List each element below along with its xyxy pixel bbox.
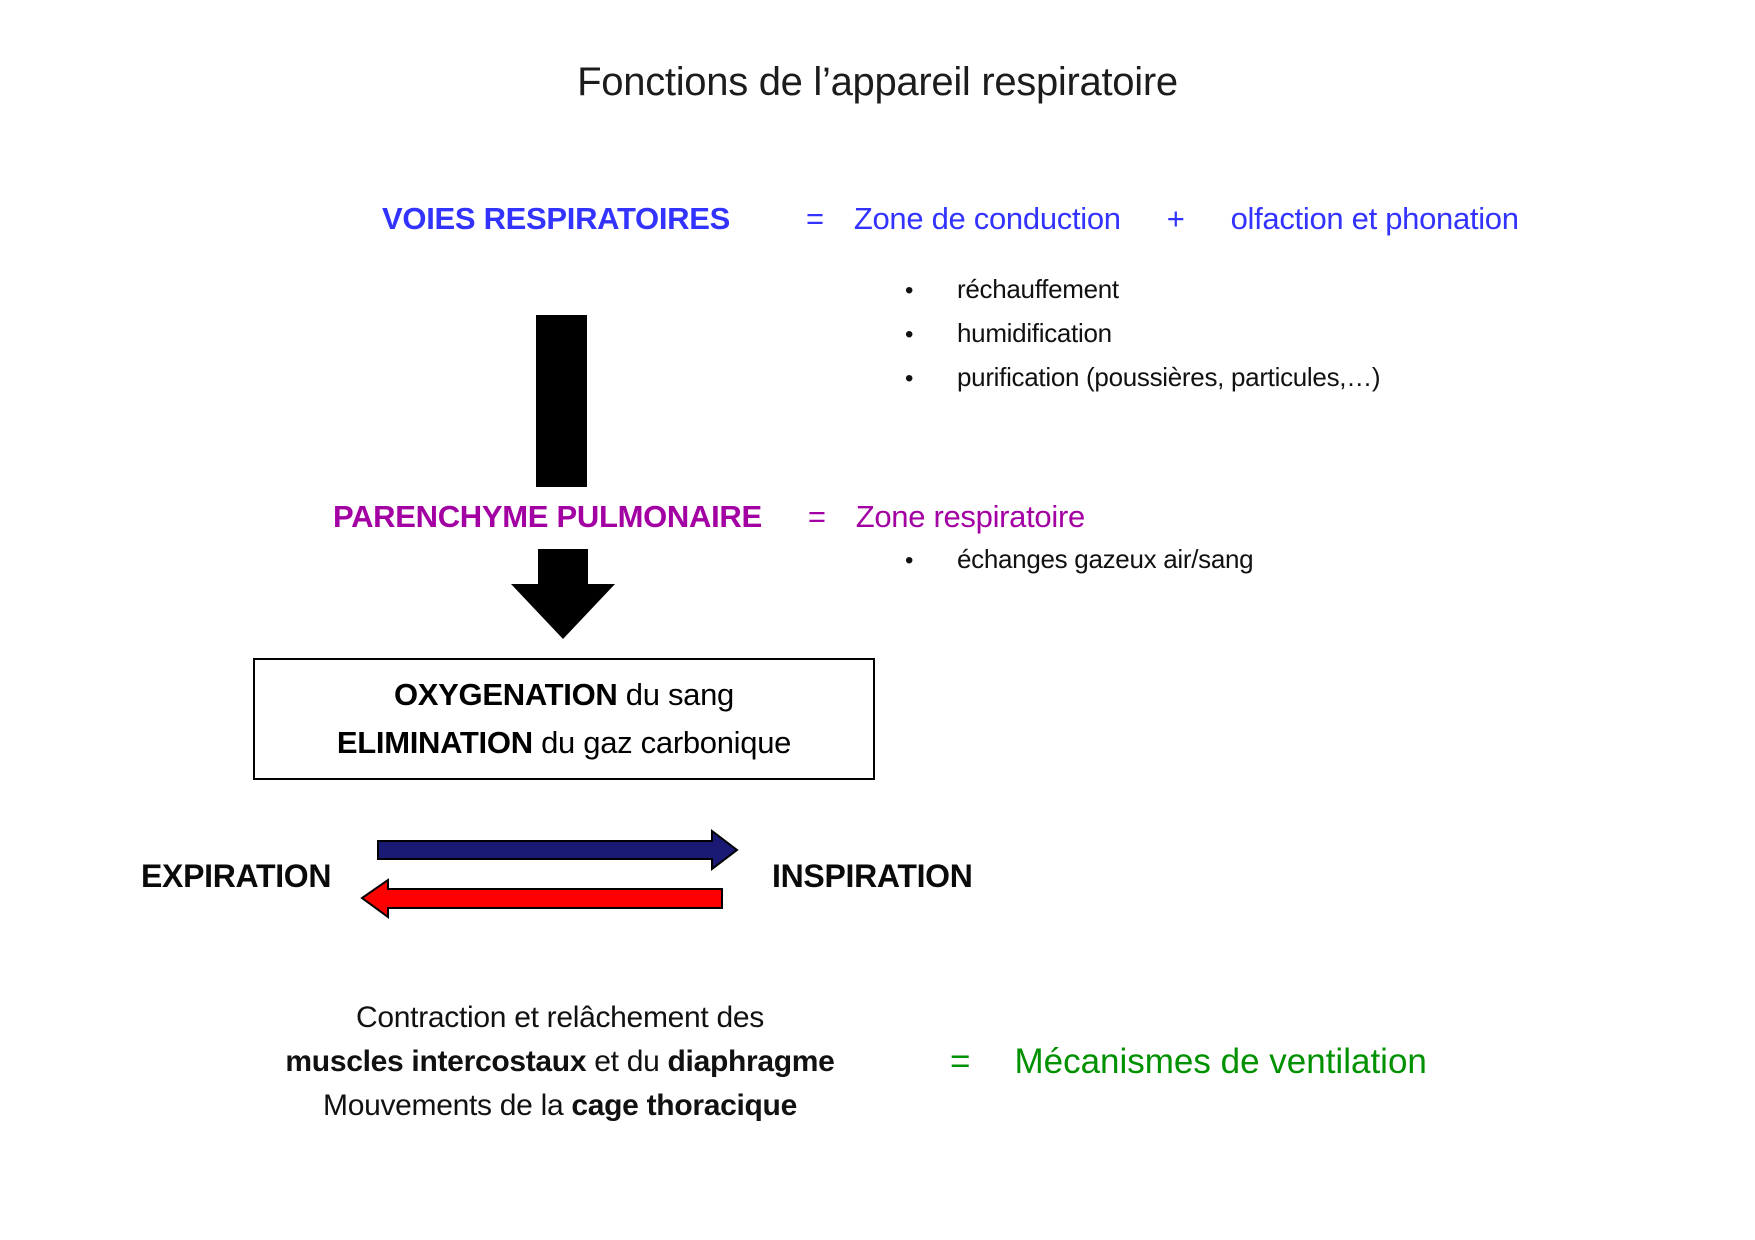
mecanismes-row: = Mécanismes de ventilation xyxy=(950,1042,1427,1082)
box-line1: OXYGENATION du sang xyxy=(394,671,734,719)
zone-conduction-label: Zone de conduction xyxy=(853,201,1121,236)
ventilation-line2-mid: et du xyxy=(586,1045,668,1078)
oxygenation-box: OXYGENATION du sang ELIMINATION du gaz c… xyxy=(253,658,875,780)
ventilation-text-block: Contraction et relâchement des muscles i… xyxy=(232,996,888,1128)
down-arrow-icon xyxy=(511,549,615,639)
bullet-text: réchauffement xyxy=(957,274,1119,304)
mecanismes-ventilation-label: Mécanismes de ventilation xyxy=(1014,1042,1427,1081)
bullet-text: purification (poussières, particules,…) xyxy=(957,362,1381,392)
diaphragme-bold: diaphragme xyxy=(667,1045,835,1078)
bullet-icon: • xyxy=(905,547,914,574)
plus-sign: + xyxy=(1166,201,1185,236)
ventilation-line3-pre: Mouvements de la xyxy=(323,1089,572,1122)
expiration-label: EXPIRATION xyxy=(141,858,332,894)
ventilation-line2: muscles intercostaux et du diaphragme xyxy=(232,1040,888,1084)
page-title: Fonctions de l’appareil respiratoire xyxy=(577,60,1178,104)
bullet-icon: • xyxy=(905,365,914,392)
bullet-icon: • xyxy=(905,321,914,348)
respiratoire-bullet-list: • échanges gazeux air/sang xyxy=(905,538,1254,582)
zone-respiratoire-label: Zone respiratoire xyxy=(855,499,1086,534)
bullet-text: échanges gazeux air/sang xyxy=(957,544,1254,574)
conduction-bullet-list: • réchauffement • humidification • purif… xyxy=(905,268,1381,400)
list-item: • échanges gazeux air/sang xyxy=(905,538,1254,582)
cage-thoracique-bold: cage thoracique xyxy=(571,1089,797,1122)
list-item: • réchauffement xyxy=(905,268,1380,312)
expiration-left-arrow-icon xyxy=(360,878,723,919)
oxygenation-rest: du sang xyxy=(617,677,735,712)
ventilation-line1: Contraction et relâchement des xyxy=(356,1001,764,1034)
olfaction-phonation-label: olfaction et phonation xyxy=(1230,201,1519,236)
equals-sign: = xyxy=(806,201,824,236)
conduction-row: VOIES RESPIRATOIRES = Zone de conduction… xyxy=(382,201,1519,237)
inspiration-label: INSPIRATION xyxy=(772,858,973,894)
equals-sign: = xyxy=(807,499,826,534)
elimination-bold: ELIMINATION xyxy=(336,725,533,760)
list-item: • purification (poussières, particules,…… xyxy=(905,356,1381,400)
parenchyme-pulmonaire-heading: PARENCHYME PULMONAIRE xyxy=(333,499,762,534)
bullet-icon: • xyxy=(905,277,914,304)
equals-sign: = xyxy=(950,1042,971,1081)
bullet-text: humidification xyxy=(957,318,1112,348)
down-arrow-stem-icon xyxy=(536,315,587,487)
oxygenation-bold: OXYGENATION xyxy=(393,677,618,712)
list-item: • humidification xyxy=(905,312,1380,356)
inspiration-right-arrow-icon xyxy=(377,828,739,872)
parenchyme-row: PARENCHYME PULMONAIRE = Zone respiratoir… xyxy=(333,499,1085,535)
voies-respiratoires-heading: VOIES RESPIRATOIRES xyxy=(382,201,731,236)
muscles-intercostaux-bold: muscles intercostaux xyxy=(285,1045,587,1078)
ventilation-line3: Mouvements de la cage thoracique xyxy=(232,1084,888,1128)
box-line2: ELIMINATION du gaz carbonique xyxy=(336,719,792,767)
elimination-rest: du gaz carbonique xyxy=(532,725,792,760)
